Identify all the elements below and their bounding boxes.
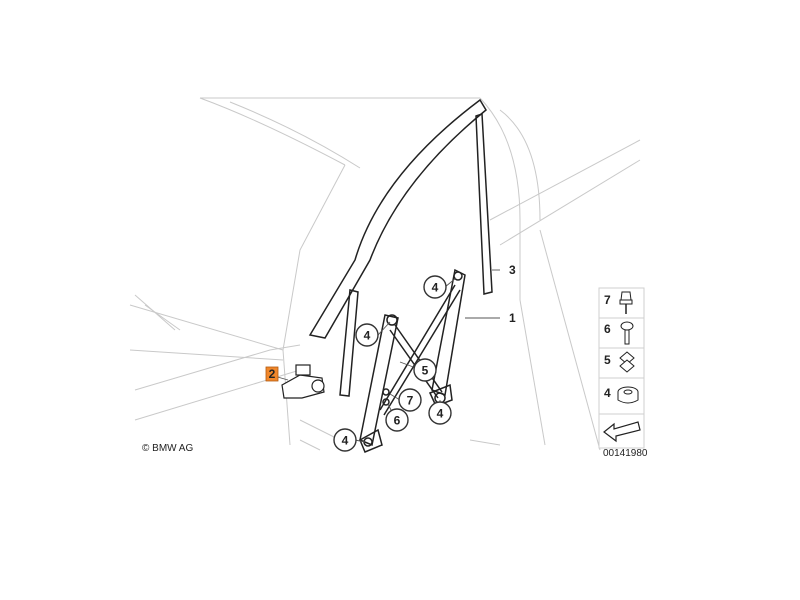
arrow-icon: [603, 421, 641, 443]
fastener-legend: 7 6 5 4: [598, 287, 645, 449]
callout-4-bottom: 4: [333, 428, 357, 452]
part-2-label: 2: [269, 367, 276, 381]
window-motor: [273, 364, 325, 399]
legend-label-7: 7: [604, 293, 611, 307]
legend-label-4: 4: [604, 386, 611, 400]
part-3-label: 3: [509, 263, 516, 277]
callout-label: 4: [364, 329, 371, 343]
copyright-text: © BMW AG: [142, 443, 193, 454]
callout-4-upper-left: 4: [355, 323, 379, 347]
push-rivet-icon: [619, 291, 633, 314]
callout-7: 7: [398, 388, 422, 412]
callout-label: 5: [422, 364, 429, 378]
callout-5: 5: [413, 358, 437, 382]
window-frame-seal: [308, 98, 500, 397]
nut-icon: [617, 386, 639, 404]
screw-icon: [620, 321, 634, 345]
diagram-id: 00141980: [603, 448, 648, 459]
legend-label-6: 6: [604, 322, 611, 336]
callout-label: 7: [407, 394, 414, 408]
callout-label: 4: [342, 434, 349, 448]
callout-6: 6: [385, 408, 409, 432]
callout-label: 4: [432, 281, 439, 295]
legend-label-5: 5: [604, 353, 611, 367]
part-1-label: 1: [509, 311, 516, 325]
callout-4-lower-right: 4: [428, 401, 452, 425]
window-regulator: [359, 268, 500, 453]
car-body-sketch: [129, 97, 641, 451]
callout-label: 6: [394, 414, 401, 428]
clip-icon: [619, 351, 635, 373]
callout-label: 4: [437, 407, 444, 421]
part-2-highlight[interactable]: 2: [265, 366, 279, 382]
callout-4-top: 4: [423, 275, 447, 299]
